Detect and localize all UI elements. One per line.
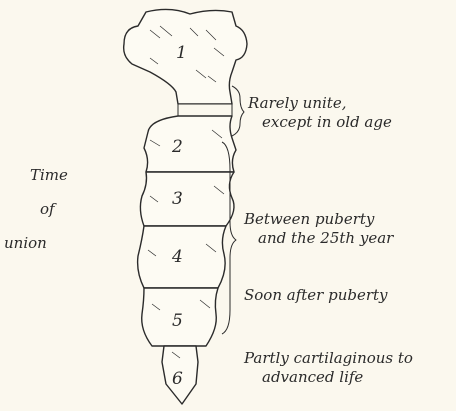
partly-cartilaginous-label: Partly cartilaginous to <box>244 349 413 367</box>
segment-number-3: 3 <box>172 189 183 209</box>
between-puberty-label: Between puberty <box>244 210 374 228</box>
brace-rarely <box>232 86 244 136</box>
twenty-fifth-year-label: and the 25th year <box>258 229 393 247</box>
segment-number-4: 4 <box>171 247 183 267</box>
segment-number-5: 5 <box>172 311 183 331</box>
segment-number-2: 2 <box>171 137 183 157</box>
rarely-unite-label: Rarely unite, <box>248 94 346 112</box>
time-label: Time <box>30 166 68 184</box>
manubriosternal-joint <box>178 104 232 116</box>
of-label: of <box>40 200 55 218</box>
sternebra-2 <box>144 116 236 172</box>
union-label: union <box>4 234 47 252</box>
soon-after-puberty-label: Soon after puberty <box>244 286 388 304</box>
except-old-age-label: except in old age <box>262 113 392 131</box>
advanced-life-label: advanced life <box>262 368 363 386</box>
segment-number-1: 1 <box>176 43 187 63</box>
segment-number-6: 6 <box>172 369 183 389</box>
